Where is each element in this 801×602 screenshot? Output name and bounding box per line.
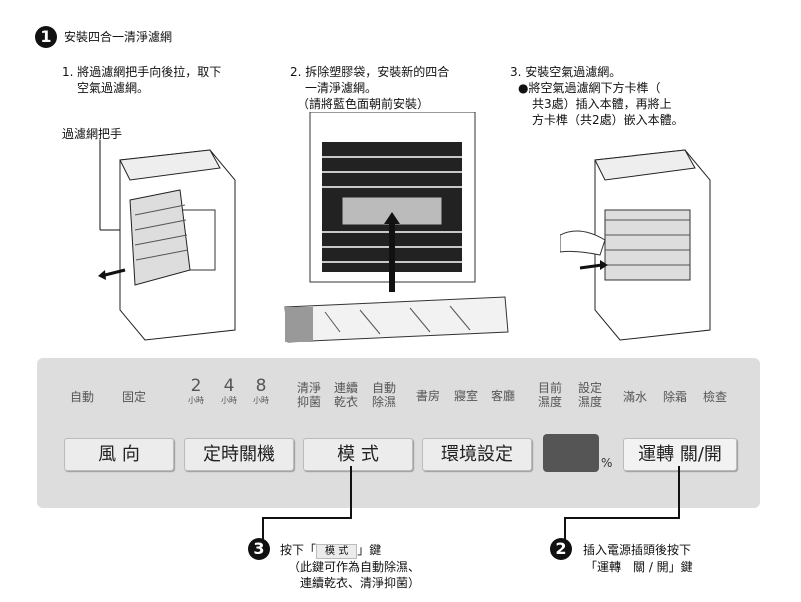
label-auto-dehumidify: 自動除濕 (372, 381, 397, 409)
leader-line-mode (262, 517, 264, 541)
step-2-badge: 2 (550, 538, 572, 560)
label-living-room: 客廳 (491, 389, 516, 403)
power-button[interactable]: 運轉 關/開 (623, 438, 737, 471)
timer-off-button[interactable]: 定時關機 (184, 438, 294, 471)
filter-handle-callout: 過濾網把手 (62, 127, 123, 141)
instruction-1-line-2: 空氣過濾網。 (77, 81, 150, 95)
wind-direction-button[interactable]: 風 向 (64, 438, 174, 471)
label-bedroom: 寢室 (454, 389, 479, 403)
instruction-3-line-4: 方卡榫（共2處）嵌入本體。 (532, 113, 684, 127)
label-check: 檢查 (703, 390, 728, 404)
percent-sign: % (601, 456, 613, 470)
step-1-title: 安裝四合一清淨濾網 (64, 30, 173, 44)
instruction-3-line-3: 共3處）插入本體，再將上 (532, 97, 672, 111)
label-fixed: 固定 (122, 390, 147, 404)
leader-line-power (564, 517, 680, 519)
label-continuous-dry: 連續乾衣 (334, 381, 359, 409)
dehumidifier-install-filter-illustration (560, 149, 711, 341)
instruction-2-line-3: （請將藍色面朝前安裝） (297, 97, 430, 111)
step-1-badge: 1 (35, 26, 57, 48)
leader-line-mode (350, 466, 352, 518)
instruction-3-line-2: ●將空氣過濾網下方卡榫（ (518, 81, 661, 95)
four-in-one-filter-illustration (284, 112, 509, 343)
step-3-line-2: （此鍵可作為自動除濕、 (288, 560, 421, 574)
label-purify: 清淨抑菌 (297, 381, 322, 409)
leader-line-power (678, 466, 680, 518)
dehumidifier-remove-filter-illustration (98, 140, 236, 341)
instruction-2-line-1: 2. 拆除塑膠袋，安裝新的四合 (290, 65, 450, 79)
step-3-line-3: 連續乾衣、清淨抑菌） (300, 576, 421, 590)
label-auto: 自動 (70, 390, 95, 404)
step-3-line-1: 按下「模 式」鍵 (280, 543, 382, 559)
step-2-line-1: 插入電源插頭後按下 (583, 543, 692, 557)
label-full-water: 滿水 (623, 390, 648, 404)
step-3-badge: 3 (248, 538, 270, 560)
instruction-1-line-1: 1. 將過濾網把手向後拉，取下 (62, 65, 222, 79)
instruction-2-line-2: 一清淨濾網。 (305, 81, 378, 95)
mode-button[interactable]: 模 式 (303, 438, 413, 471)
label-current-humidity: 目前濕度 (538, 381, 563, 409)
step-2-line-2: 「運轉 關 / 開」鍵 (585, 560, 693, 574)
environment-settings-button[interactable]: 環境設定 (422, 438, 532, 471)
leader-line-power (564, 517, 566, 541)
control-panel (37, 358, 760, 508)
label-set-humidity: 設定濕度 (578, 381, 603, 409)
label-study: 書房 (416, 389, 441, 403)
leader-line-mode (262, 517, 352, 519)
label-defrost: 除霜 (663, 390, 688, 404)
humidity-display (543, 434, 599, 472)
instruction-3-line-1: 3. 安裝空氣過濾網。 (510, 65, 622, 79)
